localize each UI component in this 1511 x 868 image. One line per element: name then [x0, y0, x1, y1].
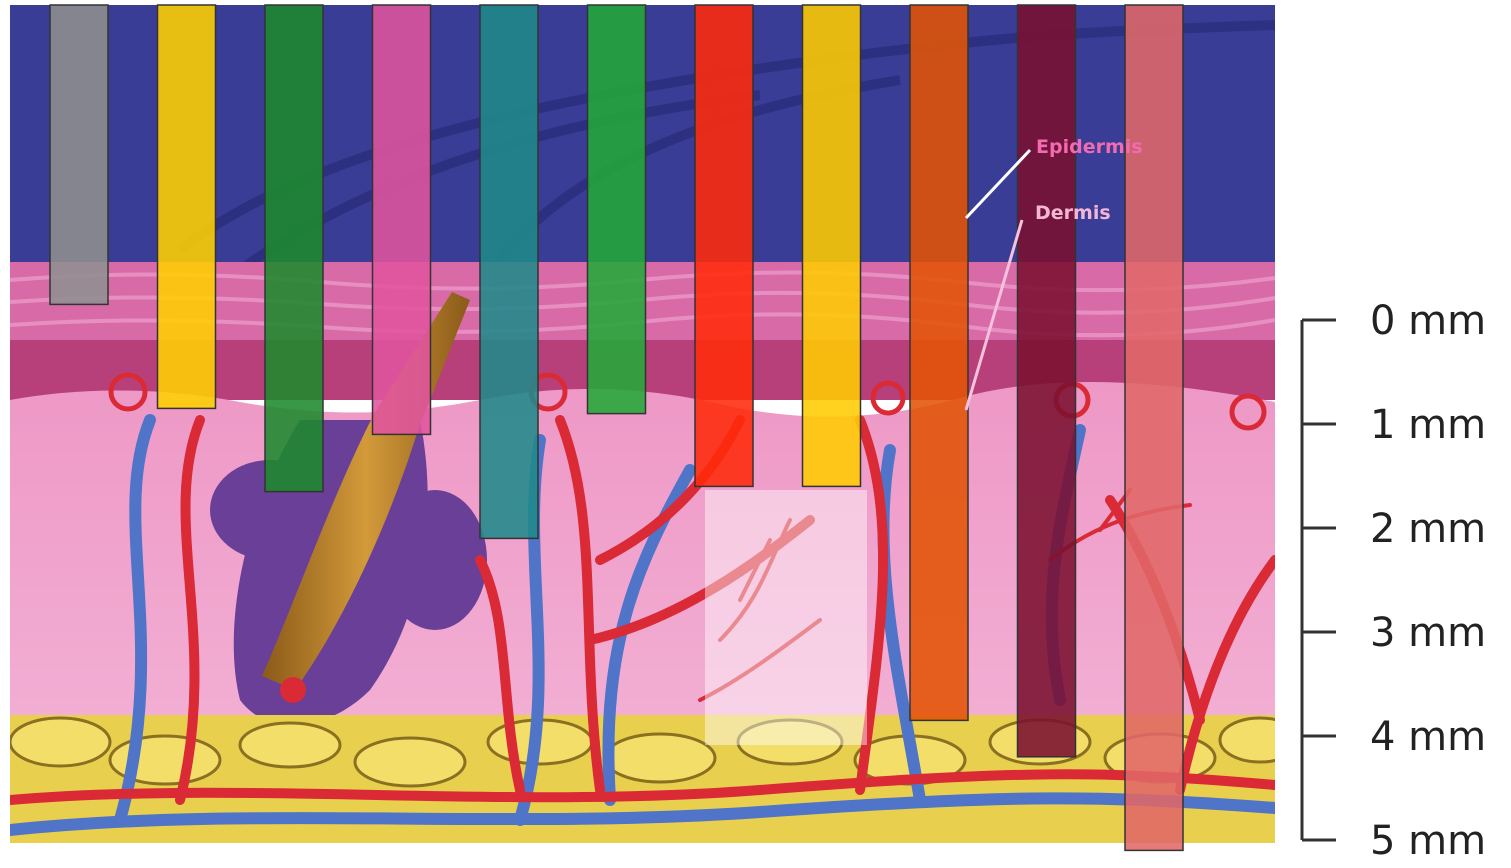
epidermis-label: Epidermis	[1036, 136, 1143, 158]
penetration-bar-9	[910, 5, 968, 720]
scale-label-1: 1 mm	[1370, 402, 1486, 448]
light-beam	[705, 490, 867, 745]
depth-scale: 0 mm 1 mm 2 mm 3 mm 4 mm 5 mm	[1302, 298, 1486, 864]
scale-label-3: 3 mm	[1370, 610, 1486, 656]
penetration-bar-6	[588, 5, 646, 414]
scale-label-0: 0 mm	[1370, 298, 1486, 344]
penetration-bar-8	[803, 5, 861, 486]
penetration-bar-10	[1018, 5, 1076, 757]
penetration-bar-5	[480, 5, 538, 538]
penetration-bar-4	[373, 5, 431, 434]
scale-label-4: 4 mm	[1370, 714, 1486, 760]
penetration-bar-1	[50, 5, 108, 304]
dermis-label: Dermis	[1035, 202, 1111, 224]
penetration-bar-11	[1125, 5, 1183, 850]
penetration-bar-3	[265, 5, 323, 492]
penetration-bar-7	[695, 5, 753, 486]
scale-label-5: 5 mm	[1370, 818, 1486, 864]
penetration-bar-2	[158, 5, 216, 408]
scale-label-2: 2 mm	[1370, 506, 1486, 552]
